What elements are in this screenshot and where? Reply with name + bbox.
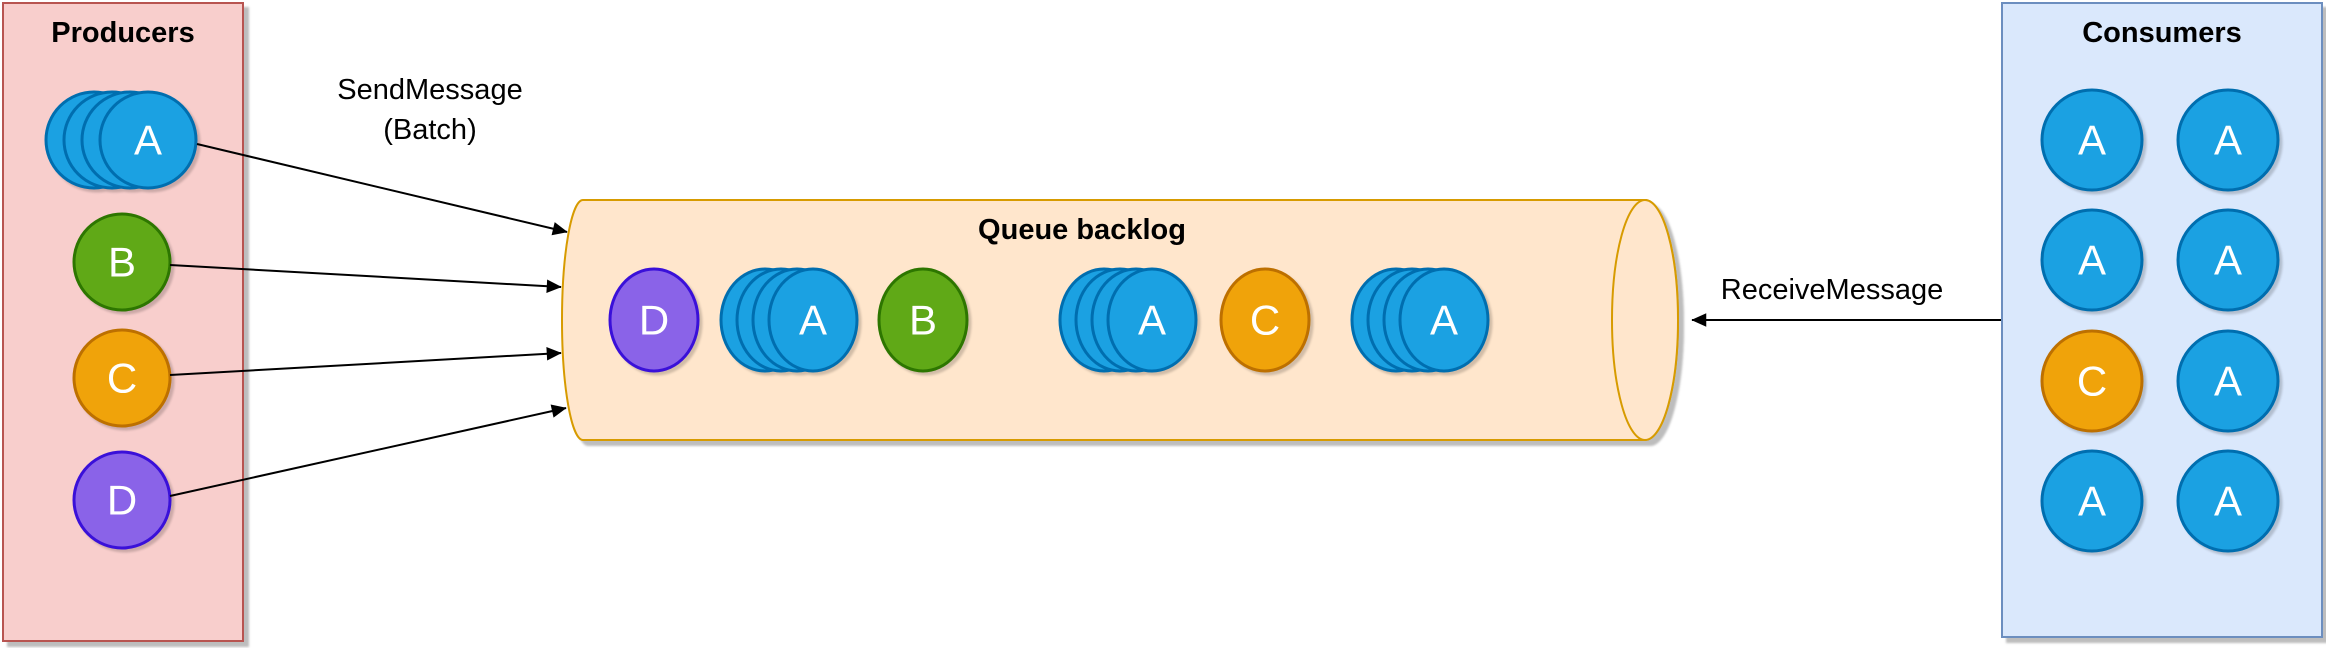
producers-group: Producers A B C D: [2, 2, 244, 642]
producer-node-d: [72, 450, 172, 550]
node-circle: [2176, 88, 2280, 192]
node-circle: [72, 328, 172, 428]
send-arrow-b: [169, 264, 562, 293]
consumer-node-7: [2040, 449, 2144, 553]
queue-title: Queue backlog: [978, 214, 1186, 246]
receive-arrow-group: ReceiveMessage: [1691, 274, 2002, 327]
consumer-node-1-label: A: [2078, 117, 2106, 164]
stack-ellipse-front: [1398, 267, 1490, 373]
consumer-node-5: [2040, 329, 2144, 433]
producer-node-a-label: A: [134, 117, 162, 164]
consumer-node-3-label: A: [2078, 237, 2106, 284]
send-arrow-a: [196, 143, 568, 236]
stack-circle-front: [98, 90, 198, 190]
consumers-group: Consumers A A A A C A A: [2001, 2, 2323, 638]
queue-msg-c-label: C: [1250, 297, 1280, 344]
queue-msg-a-stack-1: [719, 267, 859, 373]
node-circle: [2040, 88, 2144, 192]
node-ellipse: [1219, 267, 1311, 373]
queue-msg-d-label: D: [639, 297, 669, 344]
consumer-node-4-label: A: [2214, 237, 2242, 284]
send-arrows-group: SendMessage (Batch): [169, 74, 568, 497]
consumers-title: Consumers: [2082, 17, 2242, 49]
producer-node-b-label: B: [108, 239, 136, 286]
producer-node-d-label: D: [107, 477, 137, 524]
node-circle: [72, 212, 172, 312]
send-message-label-line1: SendMessage: [337, 74, 522, 106]
node-ellipse: [608, 267, 700, 373]
consumer-node-2-label: A: [2214, 117, 2242, 164]
node-circle: [2176, 329, 2280, 433]
consumer-node-3: [2040, 208, 2144, 312]
send-arrow-d: [169, 404, 567, 497]
consumer-node-1: [2040, 88, 2144, 192]
producer-node-c-label: C: [107, 355, 137, 402]
consumer-node-5-label: C: [2077, 358, 2107, 405]
node-ellipse: [877, 267, 969, 373]
queue-msg-a-stack-3: [1350, 267, 1490, 373]
producers-title: Producers: [51, 17, 194, 49]
consumer-node-8-label: A: [2214, 478, 2242, 525]
producer-node-c: [72, 328, 172, 428]
consumer-node-8: [2176, 449, 2280, 553]
queue-msg-a2-label: A: [1138, 297, 1166, 344]
node-circle: [2040, 329, 2144, 433]
queue-msg-c: [1219, 267, 1311, 373]
consumers-box: [2001, 2, 2323, 638]
send-arrow-c: [169, 347, 562, 376]
queue-msg-d: [608, 267, 700, 373]
producer-node-a-stack: [44, 90, 198, 190]
producer-node-b: [72, 212, 172, 312]
queue-msg-a-stack-2: [1058, 267, 1198, 373]
stack-ellipse-front: [1106, 267, 1198, 373]
send-message-label-line2: (Batch): [383, 114, 476, 146]
consumer-node-7-label: A: [2078, 478, 2106, 525]
consumer-node-4: [2176, 208, 2280, 312]
node-circle: [72, 450, 172, 550]
queue-msg-a3-label: A: [1430, 297, 1458, 344]
queue-msg-a1-label: A: [799, 297, 827, 344]
queue-msg-b: [877, 267, 969, 373]
stack-ellipse-front: [767, 267, 859, 373]
node-circle: [2040, 208, 2144, 312]
consumer-node-6-label: A: [2214, 358, 2242, 405]
node-circle: [2040, 449, 2144, 553]
receive-message-label: ReceiveMessage: [1721, 274, 1943, 306]
consumer-node-2: [2176, 88, 2280, 192]
consumer-node-6: [2176, 329, 2280, 433]
node-circle: [2176, 449, 2280, 553]
queue-group: Queue backlog D A B A C: [561, 199, 1679, 441]
queue-msg-b-label: B: [909, 297, 937, 344]
queue-cylinder-endcap: [1611, 199, 1679, 441]
node-circle: [2176, 208, 2280, 312]
